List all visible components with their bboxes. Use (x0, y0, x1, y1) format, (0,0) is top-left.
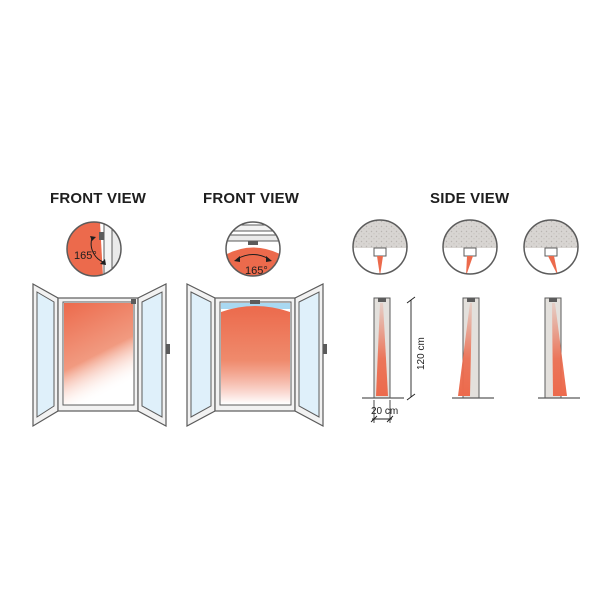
angle-label-1: 165° (74, 250, 97, 262)
side-view-column-angled-right (538, 297, 580, 399)
panel-title-side-view: SIDE VIEW (430, 190, 510, 207)
side-view-detail-circle-straight (352, 219, 408, 275)
angle-label-2: 165° (245, 265, 268, 277)
front-view-1-window (32, 282, 170, 428)
width-label: 20 cm (371, 406, 398, 417)
side-view-column-straight (362, 297, 404, 399)
front-view-1-detail-circle: 165° (66, 221, 122, 277)
side-view-detail-circle-angled-right (523, 219, 579, 275)
width-dimension: 20 cm (370, 400, 398, 423)
side-view-column-angled-left (452, 297, 494, 399)
side-view-detail-circle-angled-left (442, 219, 498, 275)
height-label: 120 cm (416, 337, 427, 370)
front-view-2-window (186, 283, 327, 428)
front-view-2-detail-circle: 165° (225, 221, 281, 277)
panel-title-front-view-2: FRONT VIEW (203, 190, 300, 207)
panel-title-front-view-1: FRONT VIEW (50, 190, 147, 207)
height-dimension: 120 cm (406, 296, 427, 401)
